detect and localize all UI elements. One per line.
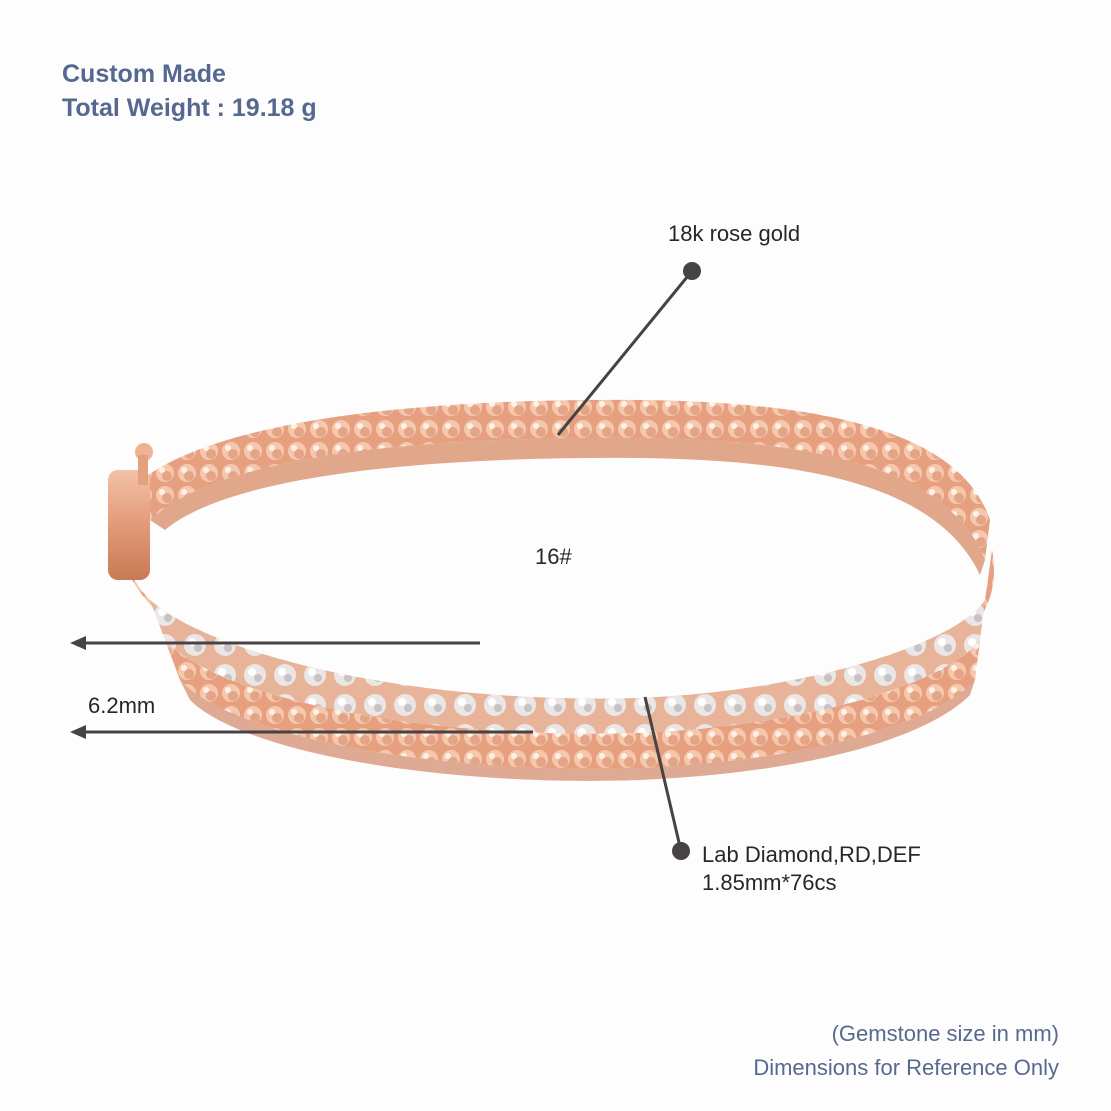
bangle-back: [130, 399, 990, 575]
stone-pointer: [643, 696, 690, 860]
width-dimension-arrows: [70, 636, 533, 739]
bangle-front: [119, 520, 995, 781]
clasp: [108, 443, 153, 580]
gemstone-size-note: (Gemstone size in mm): [831, 1021, 1059, 1046]
pointer-dot-icon: [672, 842, 690, 860]
arrow-left-icon: [70, 725, 86, 739]
pointer-dot-icon: [683, 262, 701, 280]
metal-pointer: [556, 262, 701, 436]
arrow-left-icon: [70, 636, 86, 650]
total-weight-title: Total Weight : 19.18 g: [62, 94, 317, 122]
size-label: 16#: [535, 544, 572, 569]
stone-label-line1: Lab Diamond,RD,DEF: [702, 842, 921, 867]
custom-made-title: Custom Made: [62, 60, 226, 88]
stone-label-line2: 1.85mm*76cs: [702, 870, 837, 895]
reference-disclaimer: Dimensions for Reference Only: [753, 1055, 1059, 1080]
width-label: 6.2mm: [88, 693, 156, 718]
metal-label: 18k rose gold: [668, 221, 801, 246]
